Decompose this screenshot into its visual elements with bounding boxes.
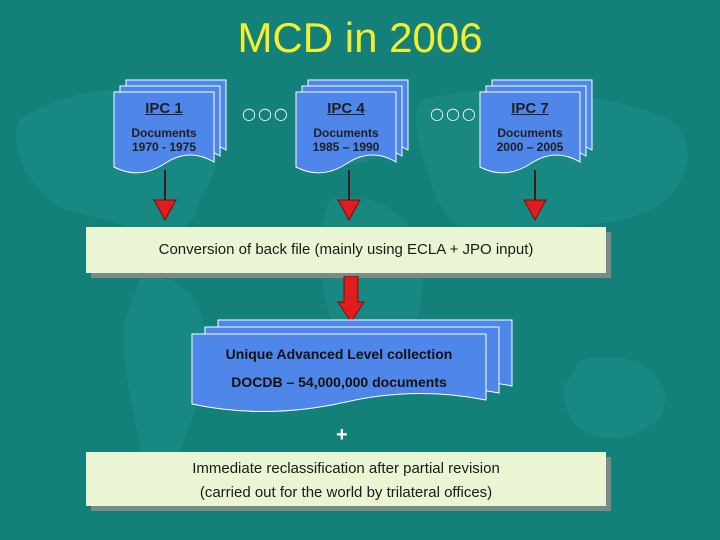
reclassification-band: Immediate reclassification after partial… [86,452,606,506]
doc-heading: IPC 7 [511,100,549,117]
doc-line1: Documents [313,126,379,140]
ellipsis-right: ○○○ [430,104,478,123]
document-stack-ipc-4: IPC 4 Documents 1985 – 1990 [290,79,409,180]
doc-subtitle: Documents 1985 – 1990 [296,126,396,154]
doc-heading: IPC 1 [145,100,183,117]
plus-sign: + [336,424,348,446]
document-stack-icon [191,319,513,413]
document-stack-ipc-1: IPC 1 Documents 1970 - 1975 [108,79,227,180]
reclass-line1: Immediate reclassification after partial… [192,460,500,477]
collection-line2: DOCDB – 54,000,000 documents [231,374,447,390]
conversion-band: Conversion of back file (mainly using EC… [86,227,606,273]
doc-line2: 1970 - 1975 [131,140,197,154]
document-stack-icon [113,79,227,174]
document-stack-icon [295,79,409,174]
document-stack-ipc-7: IPC 7 Documents 2000 – 2005 [474,79,593,180]
down-arrow-icon [337,170,361,222]
doc-heading: IPC 4 [327,100,365,117]
down-arrow-icon [337,276,365,323]
doc-line1: Documents [131,126,197,140]
slide-title: MCD in 2006 [237,14,483,61]
collection-document-stack: Unique Advanced Level collection DOCDB –… [191,319,513,420]
reclass-line2: (carried out for the world by trilateral… [199,484,493,501]
down-arrow-icon [153,170,177,222]
doc-subtitle: Documents 1970 - 1975 [114,126,214,154]
doc-line1: Documents [497,126,563,140]
ellipsis-left: ○○○ [242,104,290,123]
doc-line2: 1985 – 1990 [312,140,380,154]
collection-line1: Unique Advanced Level collection [225,346,453,362]
doc-line2: 2000 – 2005 [496,140,564,154]
doc-subtitle: Documents 2000 – 2005 [480,126,580,154]
document-stack-icon [479,79,593,174]
down-arrow-icon [523,170,547,222]
